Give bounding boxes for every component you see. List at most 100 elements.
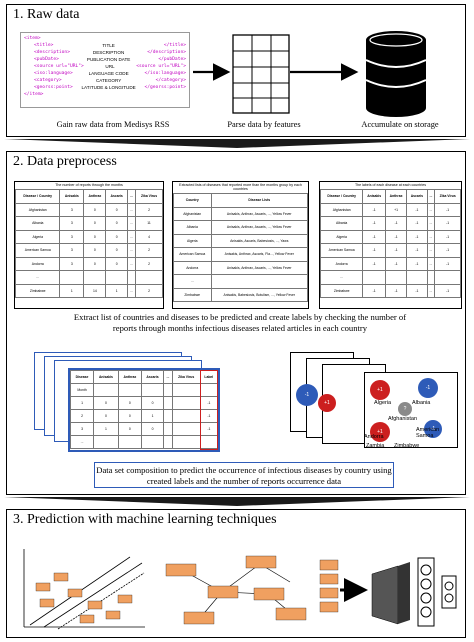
table-header-cell: Ascaris: [406, 189, 428, 204]
table-cell: 0: [140, 422, 165, 436]
table-cell: 3: [59, 243, 85, 258]
table3-title: The labels of each disease at each count…: [354, 183, 427, 187]
rss-xml-sample: <item><title>TITLE</title><description>D…: [20, 32, 190, 108]
table-cell: ...: [426, 243, 436, 258]
table-cell: 0: [117, 409, 142, 423]
table-cell: -1: [434, 243, 461, 258]
table-header-cell: Ascaris: [105, 189, 128, 204]
xml-open-tag: <source url="URL">: [34, 64, 84, 69]
table-cell: ...: [126, 202, 137, 217]
xml-open-tag: <georss:point>: [34, 85, 73, 90]
table-cell: Afghanistan: [319, 202, 364, 217]
map-label-albania: Albania: [412, 400, 431, 406]
table-cell: -1: [434, 229, 461, 244]
table-cell: 2: [69, 409, 95, 423]
table-cell: [135, 270, 163, 285]
map-label-zambia: Zambia: [366, 443, 385, 449]
table-cell: ...: [126, 243, 137, 258]
table-cell: Afghanistan: [14, 202, 61, 217]
table-cell: 0: [117, 422, 142, 436]
table-cell: [163, 409, 173, 423]
down-arrow-1: [4, 139, 470, 148]
table-cell: 0: [83, 216, 107, 231]
table-header-cell: Zika Virus: [434, 189, 461, 204]
table-cell: Anisakis, Anthrax, Ascaris, ..., Yellow …: [210, 220, 308, 235]
table-cell: -1: [406, 243, 428, 258]
table-cell: [93, 435, 119, 449]
table-cell: [105, 270, 128, 285]
caption-compose-text: Data set composition to predict the occu…: [96, 465, 392, 486]
circle-blue-top: -1: [418, 378, 438, 398]
table-cell: 0: [83, 229, 107, 244]
table1-title: The number of reports through the months: [55, 183, 123, 187]
table-cell: American Samoa: [14, 243, 61, 258]
table-header-cell: Disease / Country: [14, 189, 61, 204]
table-cell: 2: [135, 243, 163, 258]
table-header-cell: Country: [173, 193, 212, 208]
decision-tree-graph: [165, 555, 307, 625]
raw-data-title: 1. Raw data: [13, 7, 80, 22]
table-cell: 0: [105, 256, 128, 271]
table-cell: -1: [434, 202, 461, 217]
xml-open-tag: <pubDate>: [34, 57, 59, 62]
table-cell: American Samoa: [319, 243, 364, 258]
table-cell: Andorra: [173, 260, 212, 275]
table-cell: Anisakis, Babesiosis, Botulism, ..., Yel…: [210, 287, 308, 302]
caption-extract: Extract list of countries and diseases t…: [73, 312, 407, 333]
caption-compose: Data set composition to predict the occu…: [94, 462, 394, 488]
circle-blue-left: -1: [296, 384, 318, 406]
table-cell: Algeria: [173, 233, 212, 248]
table-cell: 4: [135, 229, 163, 244]
parsed-data-grid: [232, 34, 290, 114]
table-cell: -1: [384, 229, 408, 244]
disease-list-table: Extracted lists of diseases that reporte…: [172, 181, 309, 309]
xml-open-tag: <description>: [34, 50, 70, 55]
table-cell: [163, 422, 173, 436]
table-cell: 3: [69, 422, 95, 436]
table-cell: 1: [140, 409, 165, 423]
table-cell: [362, 270, 386, 285]
table-cell: [171, 409, 201, 423]
xml-row: <item>: [24, 35, 186, 42]
neural-network-diagram: [319, 557, 457, 627]
table-cell: [83, 270, 107, 285]
xml-field-name: LANGUAGE CODE: [88, 71, 129, 76]
table-cell: -1: [384, 216, 408, 231]
map-label-andorra: Andorra: [364, 434, 384, 440]
table-cell: 2: [135, 202, 163, 217]
table-header-cell: Zika Virus: [171, 370, 201, 384]
table-cell: 3: [59, 256, 85, 271]
xml-row: <source url="URL">URL<source url="URL">: [24, 63, 186, 70]
table-cell: 0: [83, 202, 107, 217]
table-cell: Anisakis, Ascaris, Babesiosis, ..., Yaws: [210, 233, 308, 248]
table-header-cell: Ascaris: [140, 370, 165, 384]
table-cell: 0: [83, 243, 107, 258]
table-cell: 14: [83, 283, 107, 298]
table-cell: Andorra: [319, 256, 364, 271]
table-cell: Albania: [173, 220, 212, 235]
table-cell: ...: [69, 435, 95, 449]
table-row: ...: [14, 270, 163, 285]
label-column-highlight: [200, 370, 218, 450]
caption-parse: Parse data by features: [227, 120, 301, 129]
table-cell: Zimbabwe: [173, 287, 212, 302]
database-icon: [365, 31, 427, 117]
xml-field-name: TITLE: [102, 43, 115, 48]
xml-row: </item>: [24, 91, 186, 98]
table-row: Zimbabwe-1-1-1...-1: [319, 283, 461, 298]
table-cell: [59, 270, 85, 285]
xml-close-tag: </title>: [163, 43, 186, 48]
table-row: ...: [319, 270, 461, 285]
